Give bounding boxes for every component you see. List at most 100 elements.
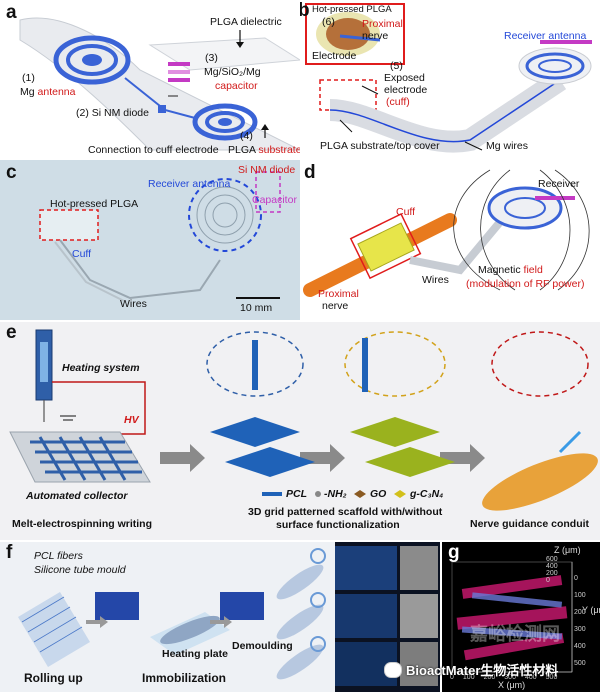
si-nm-diode-label: (2) Si NM diode bbox=[76, 107, 149, 119]
mg-wires-label: Mg wires bbox=[486, 140, 529, 152]
wires-label: Wires bbox=[422, 274, 449, 286]
x-tick: 0 bbox=[450, 674, 454, 681]
panel-label-e: e bbox=[6, 322, 17, 343]
hot-pressed-plga-label: Hot-pressed PLGA bbox=[50, 198, 139, 210]
panel-c-photo bbox=[0, 160, 300, 320]
mg-sio2-mg-label: Mg/SiO₂/Mg bbox=[204, 66, 261, 78]
scale-bar-label: 10 mm bbox=[240, 302, 273, 314]
plga-substrate-label: PLGA substrate/top cover bbox=[320, 140, 440, 152]
legend-pcl: PCL bbox=[286, 488, 307, 500]
si-nm-diode-text: Si NM diode bbox=[91, 107, 149, 119]
conduit-label: Nerve guidance conduit bbox=[470, 518, 590, 530]
z-tick: 200 bbox=[546, 570, 558, 577]
panel-d: d Receiver Cuff Wires Magnetic field (mo… bbox=[300, 160, 600, 320]
antenna-label: antenna bbox=[37, 86, 76, 98]
receiver-label: Receiver bbox=[538, 178, 580, 190]
rolling-up-label: Rolling up bbox=[24, 671, 83, 685]
magnetic-field-label: Magnetic field bbox=[478, 264, 543, 276]
y-tick: 400 bbox=[574, 643, 586, 650]
proximal-label: Proximal bbox=[362, 18, 403, 30]
automated-collector-label: Automated collector bbox=[26, 490, 128, 502]
cuff-label: Cuff bbox=[72, 248, 92, 260]
legend-go: GO bbox=[370, 488, 387, 500]
demoulding-label: Demoulding bbox=[232, 640, 293, 652]
z-tick: 0 bbox=[546, 577, 550, 584]
number-2: (2) bbox=[76, 107, 89, 119]
y-tick: 100 bbox=[574, 592, 586, 599]
nerve-label: nerve bbox=[362, 30, 389, 42]
wires-label: Wires bbox=[120, 298, 147, 310]
mg-antenna-label: Mg antenna bbox=[20, 86, 75, 98]
mew-label: Melt-electrospinning writing bbox=[12, 518, 153, 530]
number-3: (3) bbox=[205, 52, 218, 64]
number-4: (4) bbox=[240, 130, 253, 142]
panel-f-illustration bbox=[0, 542, 440, 692]
mg-label: Mg bbox=[20, 86, 35, 98]
panel-label-d: d bbox=[304, 162, 316, 183]
hv-label: HV bbox=[124, 414, 139, 426]
nerve-label: nerve bbox=[322, 300, 349, 312]
immobilization-label: Immobilization bbox=[142, 671, 226, 685]
x-tick: 400 bbox=[524, 674, 537, 681]
z-tick: 400 bbox=[546, 563, 558, 570]
panel-e-illustration bbox=[9, 329, 598, 511]
x-axis-label: X (μm) bbox=[498, 680, 526, 690]
z-ticks: 600 400 200 0 bbox=[546, 556, 558, 584]
panel-a: a PLGA dielectric (1) Mg antenna (3) Mg/… bbox=[0, 0, 300, 160]
panel-b: b Hot-pressed PLGA (6) Proximal nerve El… bbox=[300, 0, 600, 160]
watermark-faint: 嘉峪检测网 bbox=[470, 624, 560, 644]
capacitor-label: capacitor bbox=[215, 80, 258, 92]
modulation-label: (modulation of RF power) bbox=[466, 278, 585, 290]
receiver-antenna-label: Receiver antenna bbox=[148, 178, 231, 190]
y-tick: 500 bbox=[574, 660, 586, 667]
panel-label-f: f bbox=[6, 542, 13, 563]
watermark-brand-text: BioactMater生物活性材料 bbox=[406, 663, 559, 678]
cuff-label: Cuff bbox=[396, 206, 416, 218]
watermark-brand: BioactMater生物活性材料 bbox=[384, 660, 558, 679]
panel-label-c: c bbox=[6, 162, 17, 183]
heating-system-label: Heating system bbox=[62, 362, 140, 374]
plga-dielectric-label: PLGA dielectric bbox=[210, 16, 282, 28]
x-tick: 500 bbox=[545, 674, 558, 681]
cuff-label: (cuff) bbox=[386, 96, 410, 108]
number-1: (1) bbox=[22, 72, 35, 84]
y-tick: 0 bbox=[574, 575, 578, 582]
silicone-label: Silicone tube mould bbox=[34, 564, 126, 576]
panel-e: e Heating system HV Automated collector … bbox=[0, 322, 600, 540]
panel-label-g: g bbox=[448, 542, 460, 563]
z-tick: 600 bbox=[546, 556, 558, 563]
x-tick: 100 bbox=[462, 674, 475, 681]
connection-label: Connection to cuff electrode bbox=[88, 144, 219, 156]
x-ticks: 0 100 200 300 400 500 bbox=[450, 672, 557, 684]
panel-c: c Si NM diode Receiver antenna Capacitor… bbox=[0, 160, 300, 320]
proximal-label: Proximal bbox=[318, 288, 359, 300]
number-5: (5) bbox=[390, 60, 403, 72]
panel-label-b: b bbox=[300, 0, 310, 21]
legend-gc3n4: g-C₃N₄ bbox=[410, 488, 444, 500]
exposed-label: Exposed bbox=[384, 72, 425, 84]
y-tick: 200 bbox=[574, 609, 586, 616]
panel-g: g Z (μm) Y (μm) X (μm) 600 400 200 0 0 1… bbox=[442, 542, 600, 692]
z-axis-label: Z (μm) bbox=[554, 545, 581, 555]
field-text: field bbox=[523, 264, 543, 276]
x-tick: 300 bbox=[504, 674, 516, 681]
heating-plate-label: Heating plate bbox=[162, 648, 228, 660]
panel-f: f PCL fibers Silicone tube mould Rolling… bbox=[0, 542, 440, 692]
legend-nh2: -NH₂ bbox=[324, 488, 347, 500]
panel-g-3d-render bbox=[451, 561, 573, 673]
magnetic-text: Magnetic bbox=[478, 264, 521, 276]
wechat-icon bbox=[384, 661, 402, 678]
y-axis-label: Y (μm) bbox=[582, 605, 600, 615]
si-nm-diode-label: Si NM diode bbox=[238, 164, 296, 176]
electrode2-label: electrode bbox=[384, 84, 428, 96]
capacitor-label: Capacitor bbox=[252, 194, 297, 206]
hot-pressed-plga-label: Hot-pressed PLGA bbox=[312, 4, 392, 15]
grid-title-line2: surface functionalization bbox=[276, 519, 400, 531]
receiver-antenna-label: Receiver antenna bbox=[504, 30, 587, 42]
pcl-fibers-label: PCL fibers bbox=[34, 550, 83, 562]
panel-a-illustration bbox=[19, 17, 300, 151]
y-ticks: 0 100 200 300 400 500 bbox=[574, 570, 586, 672]
number-6: (6) bbox=[322, 16, 335, 28]
plga-text: PLGA bbox=[228, 144, 256, 156]
electrode-label: Electrode bbox=[312, 50, 357, 62]
